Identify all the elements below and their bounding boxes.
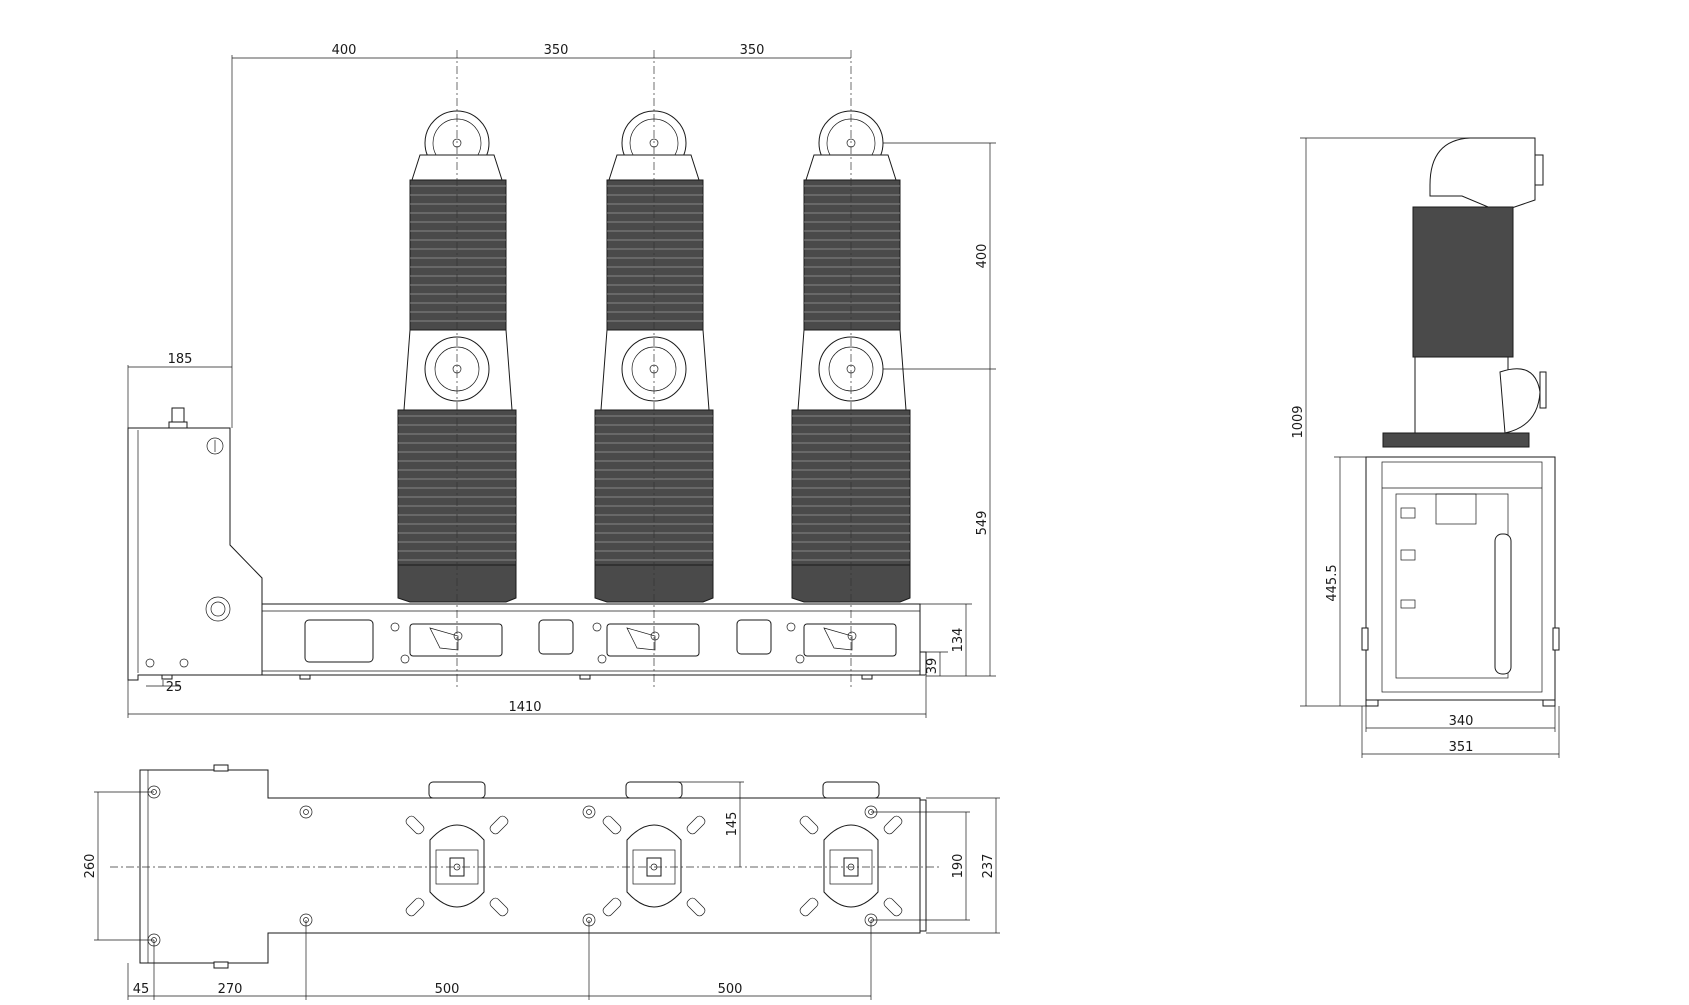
plan-pole-3 — [799, 781, 903, 917]
dim-270: 270 — [218, 982, 243, 997]
dim-237: 237 — [981, 854, 996, 879]
pole-2 — [594, 110, 714, 657]
dim-445-5: 445.5 — [1325, 564, 1340, 601]
dim-400-top: 400 — [332, 43, 357, 58]
side-view — [1300, 137, 1560, 758]
mechanism-box — [127, 427, 263, 681]
plan-pole-1 — [405, 781, 509, 917]
front-view — [127, 50, 1513, 718]
plan-pole-2 — [602, 781, 706, 917]
dim-39: 39 — [925, 658, 940, 675]
dim-145: 145 — [725, 812, 740, 837]
dim-500-a: 500 — [435, 982, 460, 997]
plan-view — [94, 764, 1000, 1000]
side-sheds — [1412, 206, 1514, 358]
dim-1410: 1410 — [508, 700, 541, 715]
dim-340: 340 — [1449, 714, 1474, 729]
dim-351: 351 — [1449, 740, 1474, 755]
dim-185: 185 — [168, 352, 193, 367]
dim-45: 45 — [133, 982, 150, 997]
upper-sheds — [409, 179, 507, 331]
dim-350-a: 350 — [544, 43, 569, 58]
shed-lines — [398, 185, 1513, 561]
dim-1009: 1009 — [1291, 405, 1306, 438]
dim-400-side: 400 — [975, 244, 990, 269]
dim-25: 25 — [166, 680, 183, 695]
dim-260: 260 — [83, 854, 98, 879]
side-cabinet — [1365, 456, 1556, 701]
dim-190: 190 — [951, 854, 966, 879]
dim-549: 549 — [975, 511, 990, 536]
dim-500-b: 500 — [718, 982, 743, 997]
dim-350-b: 350 — [740, 43, 765, 58]
dim-134: 134 — [951, 628, 966, 653]
